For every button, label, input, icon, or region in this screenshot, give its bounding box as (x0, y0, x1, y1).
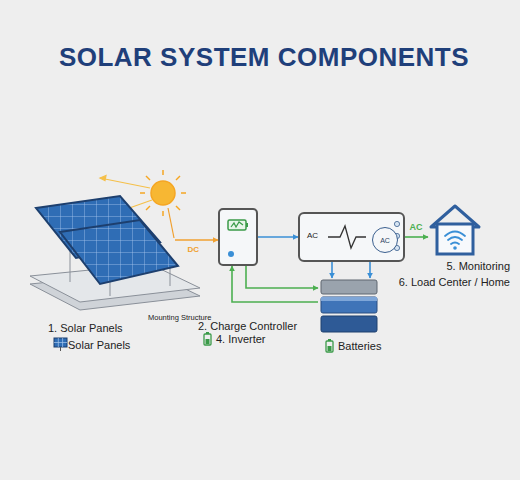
component-label: AC (373, 236, 397, 245)
charge-controller: 2. Charge Controller (218, 208, 258, 266)
component-label: 4. Inverter (216, 333, 266, 346)
signal-label: DC (187, 243, 201, 256)
component-label: 5. Monitoring (446, 260, 510, 273)
connector (331, 262, 333, 278)
component-label: 1. Solar Panels (48, 322, 123, 335)
battery-icon (326, 339, 333, 352)
connector (258, 236, 298, 238)
connector (246, 266, 318, 288)
component-label: Batteries (338, 340, 381, 353)
solar-panel-icon (54, 338, 67, 351)
component-caption: 6. Load Center / Home (399, 276, 510, 289)
ac-output-dial: AC (372, 227, 398, 253)
inverter: AC AC (298, 212, 405, 262)
component-label: AC (307, 231, 318, 241)
connector (232, 266, 318, 302)
home-load-center-art (428, 203, 482, 257)
component-caption: Solar Panels (68, 339, 130, 352)
home-load-center: 5. Monitoring6. Load Center / Home (428, 203, 482, 257)
solar-panel-group: 1. Solar PanelsSolar Panels (30, 175, 175, 355)
signal-label: AC (409, 221, 424, 234)
battery-bank-art (318, 278, 380, 334)
sun (140, 170, 186, 216)
connector (175, 239, 218, 241)
connector (369, 262, 371, 278)
connector (405, 236, 428, 238)
diagram-title: SOLAR SYSTEM COMPONENTS (4, 42, 520, 72)
solar-panel (36, 196, 178, 284)
component-label: 2. Charge Controller (198, 320, 297, 333)
part-name: Mounting Structure (148, 311, 211, 324)
battery-bank: Batteries (318, 278, 380, 334)
charge-controller-art (220, 210, 256, 264)
battery-icon (204, 332, 211, 345)
